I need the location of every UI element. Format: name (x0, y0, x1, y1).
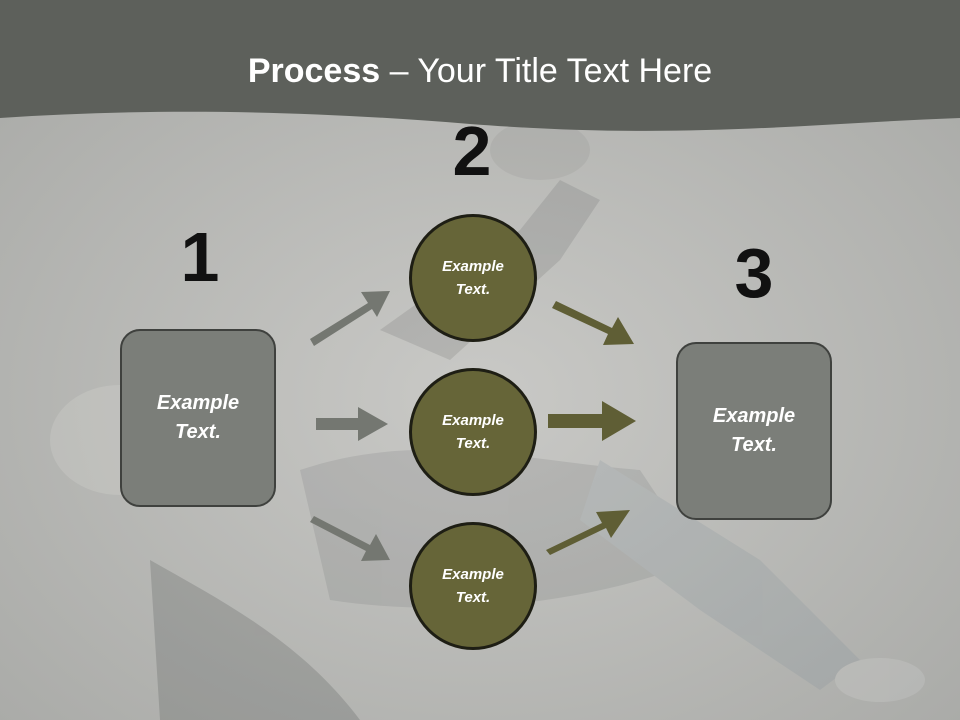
step-number-3: 3 (734, 234, 774, 312)
left-box-line1: Example (156, 392, 240, 414)
right-box-line2: Text. (731, 434, 777, 456)
arrow-olive-up (546, 510, 630, 555)
circle-middle-line1: Example (442, 412, 504, 429)
left-box: Example Text. (120, 329, 276, 507)
step-number-2: 2 (452, 112, 492, 190)
circle-bottom-line1: Example (442, 566, 504, 583)
right-box-line1: Example (712, 405, 796, 427)
arrow-gray-up (310, 291, 390, 346)
circle-bottom-line2: Text. (455, 589, 491, 606)
step-number-1: 1 (180, 218, 220, 296)
circle-top: Example Text. (409, 214, 537, 342)
circle-middle: Example Text. (409, 368, 537, 496)
header-band (0, 0, 960, 131)
arrow-gray-down (310, 516, 390, 561)
title-bold: Process (247, 52, 381, 90)
left-box-line2: Text. (175, 421, 221, 443)
arrow-gray-straight (316, 407, 388, 441)
slide-title: Process – Your Title Text Here (0, 52, 960, 91)
circle-middle-line2: Text. (455, 435, 491, 452)
circle-top-line1: Example (442, 258, 504, 275)
right-box: Example Text. (676, 342, 832, 520)
title-rest: – Your Title Text Here (380, 52, 713, 90)
circle-top-line2: Text. (455, 281, 491, 298)
arrow-olive-down (552, 301, 634, 345)
arrow-olive-straight (548, 401, 636, 441)
circle-bottom: Example Text. (409, 522, 537, 650)
